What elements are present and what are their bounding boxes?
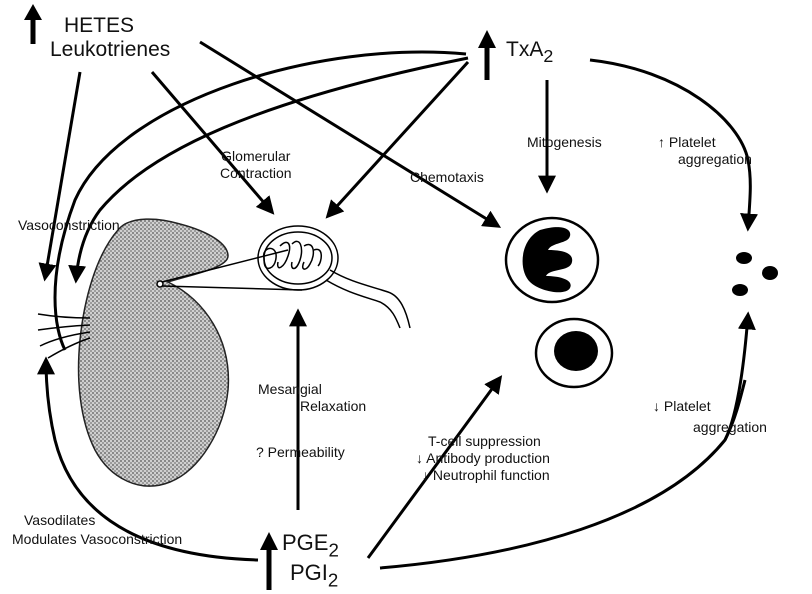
small-down-arrow-icon: ↓ [422,467,429,483]
leukotrienes-label: Leukotrienes [50,38,170,62]
big-up-arrow-icon [478,30,496,80]
chemotaxis-label: Chemotaxis [410,169,484,186]
pge2-base: PGE [282,530,328,555]
pgi2-base: PGI [290,560,328,585]
antibody-production-text: Antibody production [426,450,550,466]
vasodilates-label: Vasodilates [24,512,95,529]
pgi2-label: PGI2 [290,560,338,594]
txa2-base: TxA [506,38,543,61]
glomerular-contraction-label: Glomerular Contraction [220,148,292,182]
lymphocyte-cell-bottom [536,319,612,387]
modulates-vasoconstriction-label: Modulates Vasoconstriction [12,531,182,548]
txa2-subscript: 2 [543,46,553,66]
small-down-arrow-icon: ↓ [416,450,423,466]
glomerulus [258,226,410,328]
big-up-arrow-icon [260,532,278,590]
big-up-arrow-icon [24,4,42,44]
platelet-aggregation-up-label: ↑ Platelet aggregation [658,134,752,168]
platelets [732,252,778,296]
neutrophil-function-text: Neutrophil function [433,467,550,483]
hetes-label: HETES [64,14,134,38]
glomerular-line2: Contraction [220,165,292,182]
kidney [79,219,229,486]
small-up-arrow-icon: ↑ [658,134,665,150]
platelet-up-line2: aggregation [658,151,752,168]
arrow-hetes-to-cell [200,42,498,226]
txa2-label: TxA2 [506,38,553,68]
mesangial-relaxation-label: Mesangial Relaxation [258,381,366,415]
pge2-subscript: 2 [328,540,338,561]
platelet-aggregation-down-label: ↓ Platelet aggregation [653,398,767,436]
mesangial-line2: Relaxation [258,398,366,415]
platelet-down-line2: aggregation [653,415,767,436]
vasoconstriction-label: Vasoconstriction [18,217,120,234]
permeability-label: ? Permeability [256,444,345,461]
platelet-down-line1: Platelet [664,398,711,414]
mitogenesis-label: Mitogenesis [527,134,602,151]
tcell-suppression-text: T-cell suppression [410,433,550,450]
immune-effects-label: T-cell suppression ↓ Antibody production… [410,433,550,484]
small-down-arrow-icon: ↓ [653,398,660,414]
mesangial-line1: Mesangial [258,381,366,398]
pge2-label: PGE2 [282,530,339,564]
pgi2-subscript: 2 [328,570,338,591]
lymphocyte-cell-top [506,218,598,302]
platelet-up-line1: Platelet [669,134,716,150]
glomerular-line1: Glomerular [220,148,292,165]
arrow-hetes-to-vessel [45,72,80,278]
